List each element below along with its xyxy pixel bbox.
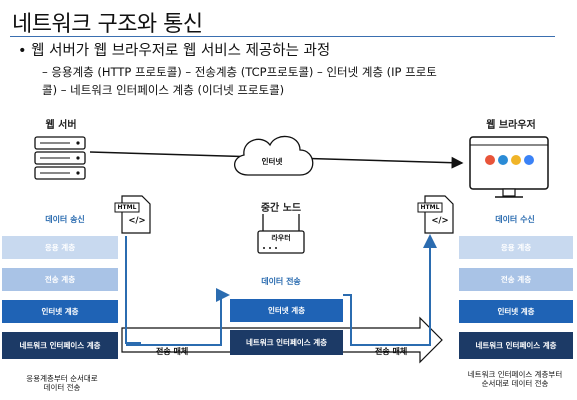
main-bullet: • 웹 서버가 웹 브라우저로 웹 서비스 제공하는 과정 — [18, 43, 331, 59]
right-layer-transport: 전송 계층 — [459, 268, 573, 291]
left-note-line1: 응용계층부터 순서대로 — [26, 374, 98, 383]
router-icon — [257, 214, 305, 254]
server-icon — [34, 136, 86, 180]
html-tag-left: HTML — [117, 204, 137, 211]
center-layer-network-interface: 네트워크 인터페이스 계층 — [230, 330, 343, 355]
router-label: 라우터 — [271, 234, 291, 242]
browser-monitor-icon — [469, 136, 549, 198]
sub-bullet-line1: – 응용계층 (HTTP 프로토콜) – 전송계층 (TCP프로토콜) – 인터… — [42, 65, 437, 79]
right-layer-internet: 인터넷 계층 — [459, 300, 573, 323]
browser-logo-2 — [498, 155, 508, 165]
left-layer-internet: 인터넷 계층 — [2, 300, 118, 323]
center-action-label: 데이터 전송 — [261, 277, 301, 286]
code-glyph-left: </> — [128, 216, 146, 226]
intermediate-node-title: 중간 노드 — [260, 203, 302, 214]
flow-to-browser — [343, 234, 437, 346]
right-note-line1: 네트워크 인터페이스 계층부터 — [467, 370, 563, 379]
left-layer-application: 응용 계층 — [2, 236, 118, 259]
browser-logo-4 — [524, 155, 534, 165]
sub-bullet-line2: 콜) – 네트워크 인터페이스 계층 (이더넷 프로토콜) — [42, 83, 285, 97]
web-browser-title: 웹 브라우저 — [486, 120, 536, 131]
left-layer-transport: 전송 계층 — [2, 268, 118, 291]
browser-logo-1 — [485, 155, 495, 165]
right-layer-network-interface: 네트워크 인터페이스 계층 — [459, 332, 573, 359]
center-layer-internet: 인터넷 계층 — [230, 299, 343, 322]
right-note: 네트워크 인터페이스 계층부터 순서대로 데이터 전송 — [453, 370, 577, 388]
right-note-line2: 순서대로 데이터 전송 — [481, 379, 549, 388]
left-note: 응용계층부터 순서대로 데이터 전송 — [10, 374, 114, 392]
cloud-label: 인터넷 — [261, 157, 283, 166]
left-layer-network-interface: 네트워크 인터페이스 계층 — [2, 332, 118, 359]
web-server-title: 웹 서버 — [45, 120, 77, 131]
flow-to-node — [126, 288, 230, 346]
page-title: 네트워크 구조와 통신 — [12, 12, 203, 37]
media-label-right: 전송 매체 — [375, 347, 408, 356]
code-glyph-right: </> — [431, 216, 449, 226]
left-action-label: 데이터 송신 — [45, 215, 85, 224]
html-tag-right: HTML — [420, 204, 440, 211]
cloud-icon — [234, 135, 314, 176]
left-note-line2: 데이터 전송 — [43, 383, 81, 392]
title-divider — [10, 36, 555, 37]
media-label-left: 전송 매체 — [156, 347, 189, 356]
html-file-icon-left — [114, 195, 151, 234]
right-layer-application: 응용 계층 — [459, 236, 573, 259]
browser-logo-3 — [511, 155, 521, 165]
right-action-label: 데이터 수신 — [495, 215, 535, 224]
html-file-icon-right — [417, 195, 454, 234]
